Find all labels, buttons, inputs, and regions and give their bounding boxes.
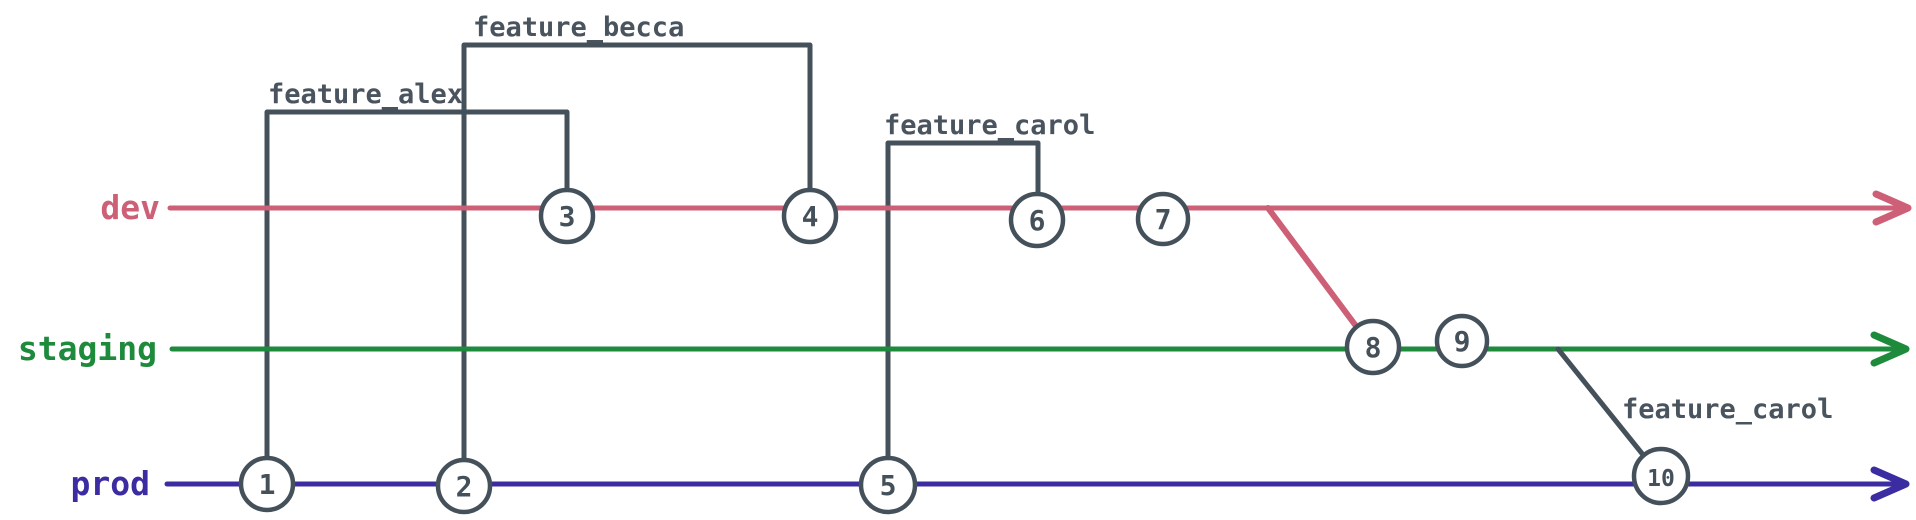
feature-branch-line-feature_carol bbox=[885, 140, 1041, 462]
commit-circle-1 bbox=[238, 455, 296, 513]
commit-circle-10 bbox=[1631, 446, 1691, 506]
commit-number-1: 1 bbox=[259, 468, 276, 501]
feature-branch-label-feature_alex: feature_alex bbox=[268, 79, 463, 110]
commit-circle-8 bbox=[1344, 318, 1402, 376]
commit-circle-3 bbox=[538, 187, 596, 245]
commit-circle-6 bbox=[1008, 191, 1066, 249]
feature-branch-label-feature_becca: feature_becca bbox=[473, 12, 684, 43]
commit-number-10: 10 bbox=[1647, 466, 1675, 492]
commit-number-9: 9 bbox=[1454, 325, 1471, 358]
commit-circle-9 bbox=[1434, 313, 1490, 369]
commit-number-6: 6 bbox=[1029, 204, 1046, 237]
merge-staging-to-prod-label: feature_carol bbox=[1622, 394, 1833, 425]
feature-branch-label-feature_carol: feature_carol bbox=[884, 110, 1095, 141]
branch-label-dev: dev bbox=[100, 188, 160, 227]
merge-dev-to-staging bbox=[1265, 205, 1359, 329]
commit-number-8: 8 bbox=[1365, 331, 1382, 364]
commit-number-7: 7 bbox=[1155, 203, 1172, 236]
commit-number-3: 3 bbox=[559, 200, 576, 233]
commit-number-2: 2 bbox=[456, 470, 473, 503]
commit-circle-2 bbox=[435, 457, 493, 515]
branch-label-prod: prod bbox=[71, 464, 150, 503]
commit-number-5: 5 bbox=[880, 469, 897, 502]
branch-arrowhead-dev bbox=[1872, 190, 1912, 226]
branch-label-staging: staging bbox=[18, 329, 157, 368]
branch-arrowhead-prod bbox=[1870, 466, 1910, 502]
commit-circle-7 bbox=[1135, 191, 1191, 247]
commit-circle-5 bbox=[858, 455, 918, 515]
feature-branch-line-feature_becca bbox=[461, 42, 813, 463]
branch-arrowhead-staging bbox=[1870, 331, 1910, 367]
commit-number-4: 4 bbox=[802, 200, 819, 233]
merge-staging-to-prod bbox=[1555, 346, 1647, 459]
commit-circle-4 bbox=[781, 187, 839, 245]
feature-branch-line-feature_alex bbox=[264, 109, 570, 461]
